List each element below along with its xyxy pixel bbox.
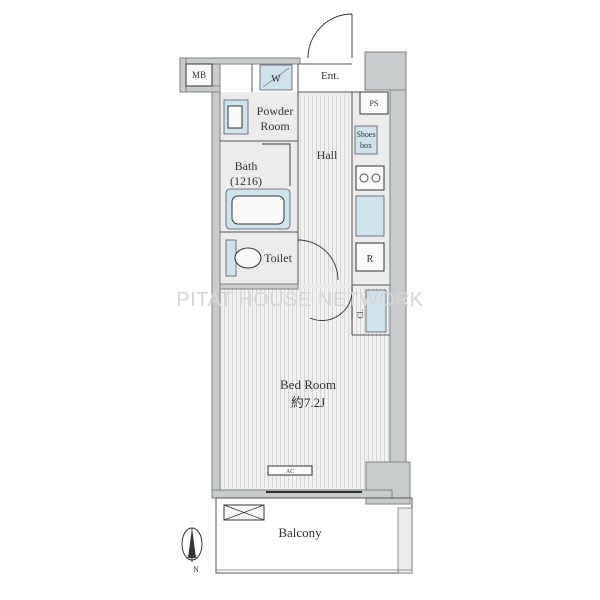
label-ps: PS (370, 99, 379, 108)
left-wall (211, 57, 221, 499)
label-powder-1: Powder (257, 104, 294, 118)
watermark: PITAT HOUSE NETWORK (176, 289, 423, 311)
north-arrow-icon (181, 527, 203, 562)
label-mb: MB (192, 70, 206, 80)
compass-label: N (193, 565, 199, 574)
entrance-door (307, 13, 353, 59)
meter-box (185, 63, 213, 87)
kitchen-sink (355, 195, 385, 237)
label-bedroom-2: 約7.2J (291, 395, 325, 410)
label-ac: AC (286, 469, 294, 475)
closet (365, 289, 387, 333)
bath-door (262, 143, 291, 186)
kitchen-stove (355, 165, 385, 191)
label-shoes-2: box (360, 141, 372, 150)
top-wall (179, 57, 301, 65)
column-top-right (364, 51, 407, 91)
bedroom-floor (222, 288, 390, 488)
washer-space (259, 64, 293, 91)
toilet-bottom-wall (219, 283, 299, 290)
label-ent: Ent. (321, 70, 339, 82)
label-bath-2: (1216) (230, 174, 262, 188)
label-refrigerator: R (367, 254, 374, 265)
shoes-box (354, 125, 378, 155)
label-bedroom-1: Bed Room (280, 377, 336, 392)
label-w: W (271, 74, 281, 85)
mb-left-wall (179, 57, 187, 93)
label-shoes-1: Shoes (356, 130, 375, 139)
label-toilet: Toilet (264, 251, 292, 265)
label-hall: Hall (317, 148, 338, 162)
label-bath-1: Bath (235, 159, 258, 173)
label-closet: Cl. (356, 309, 365, 319)
label-powder-2: Room (260, 119, 290, 133)
label-balcony: Balcony (278, 525, 322, 540)
refrigerator (355, 242, 385, 272)
toilet-bowl (234, 247, 262, 269)
air-conditioner (267, 465, 313, 476)
right-wall (389, 51, 407, 503)
toilet-door (297, 239, 339, 281)
bedroom-door (309, 289, 353, 321)
hall-floor (299, 95, 352, 285)
pipe-space (359, 91, 389, 115)
